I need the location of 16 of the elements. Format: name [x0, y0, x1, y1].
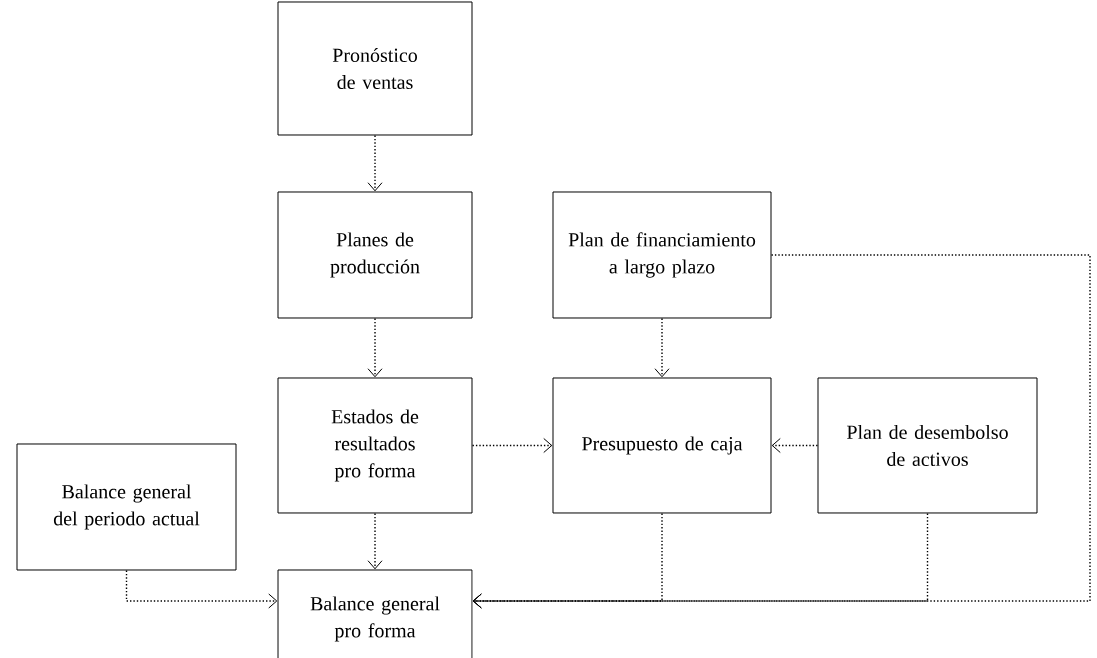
- arrow: [771, 438, 819, 453]
- process-box: Planes de producción: [277, 191, 473, 319]
- process-box: Balance general del periodo actual: [16, 443, 237, 571]
- arrow: [472, 254, 1091, 609]
- process-box: Plan de financiamiento a largo plazo: [552, 191, 772, 319]
- process-box: Estados de resultados pro forma: [277, 377, 473, 514]
- process-box: Pronóstico de ventas: [277, 1, 473, 136]
- arrow: [125, 569, 278, 609]
- arrow: [367, 512, 383, 570]
- arrow: [654, 317, 670, 378]
- arrow: [367, 317, 383, 378]
- process-box: Presupuesto de caja: [552, 377, 772, 514]
- process-box: Balance general pro forma: [277, 569, 473, 658]
- arrow: [367, 134, 383, 192]
- process-box: Plan de desembolso de activos: [817, 377, 1038, 514]
- arrow: [471, 438, 553, 453]
